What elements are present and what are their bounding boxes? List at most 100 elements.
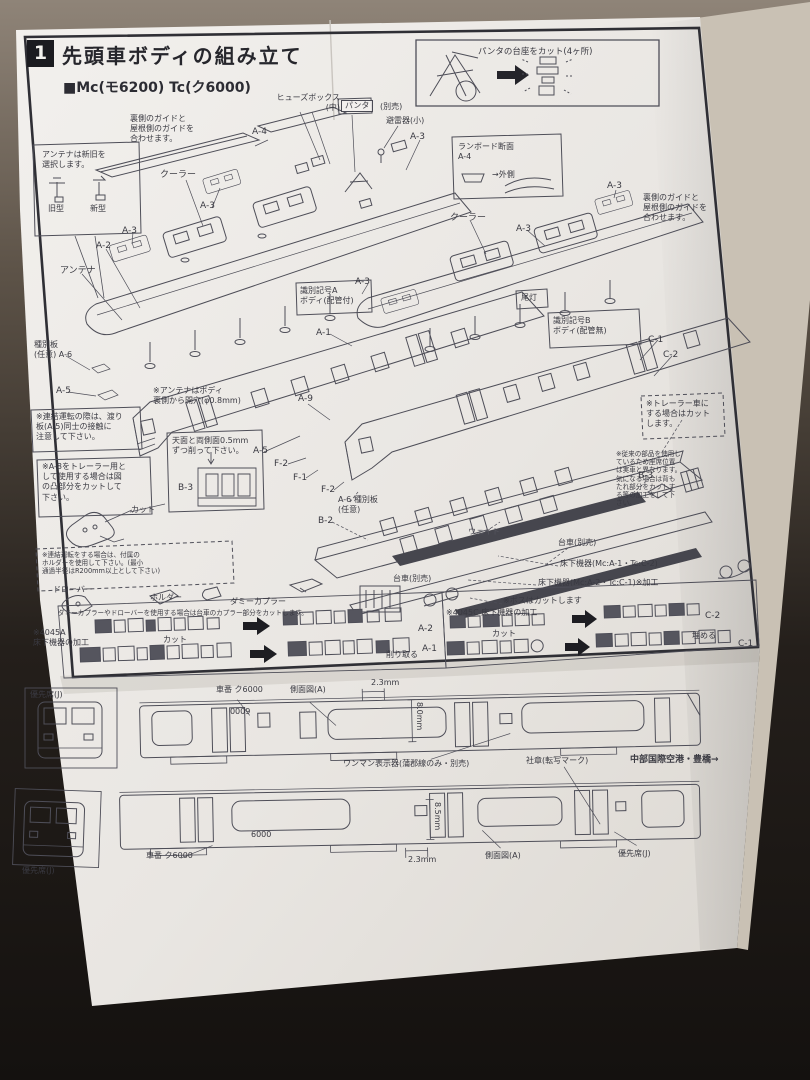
runboard-section-box (451, 133, 564, 200)
roof-fittings (294, 139, 408, 209)
cooler-parts (109, 169, 634, 314)
dimension-label: 8.5mm (433, 802, 442, 831)
part-label: A-3 (355, 277, 370, 287)
callout-label: 識別記号A ボディ(配管付) (300, 286, 354, 306)
note-boxes (30, 97, 726, 592)
side-view-row1 (139, 688, 701, 765)
chassis-part (313, 450, 713, 619)
part-label: A-5 (56, 386, 71, 396)
part-label: A-3 (410, 132, 425, 142)
note-label: ※A-8をトレーラー用と して使用する場合は図 の凸部分をカットして 下さい。 (42, 462, 126, 502)
part-label: F-2 (321, 485, 336, 495)
note-label: ※連結運転の際は、渡り 板(A-5)同士の接触に 注意して下さい。 (36, 412, 123, 442)
crease-line (329, 19, 335, 121)
part-label: C-2 (705, 611, 721, 621)
back-sheet (697, 2, 810, 950)
car-number-label: 車番 ク6000 (146, 851, 193, 860)
exploded-diagram (12, 39, 760, 869)
side-view-row2 (119, 766, 701, 859)
dimension-label: 2.3mm (371, 678, 400, 687)
callout-label: カット (131, 505, 155, 514)
step-number: 1 (27, 40, 54, 67)
priority-seat-label: 優先席(J) (22, 866, 55, 875)
note-label: ※ボスはカットします (503, 596, 582, 605)
callout-label: カット (163, 635, 187, 644)
car-number-printed: 6000 (230, 706, 251, 716)
fold-shadow (650, 18, 760, 950)
coupler-cut-sketch (66, 509, 133, 548)
callout-label: ワンマン表示器(蒲郡線のみ・別売) (343, 759, 470, 768)
part-label: B-3 (178, 483, 194, 493)
body-part-mc (132, 291, 545, 457)
callout-label: ヒューズボックス (中) (276, 93, 340, 113)
note-label: ※従来の部品を使用し ているため座席位置 は実車と異なります。 気になる場合は背… (616, 450, 682, 508)
front-view-box-1 (24, 687, 118, 769)
note-label: 天面と両側面0.5mm ずつ削って下さい。 (172, 436, 249, 456)
leader-lines (65, 111, 683, 605)
body-part-tc (344, 317, 751, 481)
coupler-parts (61, 559, 751, 614)
callout-label: 側面図(A) (485, 851, 521, 860)
part-label: A-2 (96, 241, 111, 251)
part-label: A-4 (252, 127, 267, 137)
part-label: A-2 (418, 624, 433, 634)
part-label: A-1 (316, 328, 331, 338)
callout-label: ホルダー (150, 593, 182, 602)
panta-base-cut-sketch (520, 56, 574, 96)
antenna-select-box (32, 141, 142, 299)
part-label: A-3 (516, 224, 531, 234)
callout-label: (別売) (380, 102, 403, 111)
part-label: A-5 (253, 446, 268, 456)
part-label: A-3 (200, 201, 215, 211)
part-label: F-1 (293, 473, 308, 483)
underfloor-strips-left (79, 607, 410, 663)
part-label: C-1 (738, 639, 754, 649)
part-label: パンタ (341, 100, 374, 113)
underfloor-strips-right (446, 602, 731, 656)
roof-part-mc (85, 192, 472, 369)
callout-label: カット (492, 629, 516, 638)
note-label: ダミーカプラーやドローバーを使用する場合は台車のカプラー部分をカットします。 (58, 609, 308, 617)
part-label: F-2 (274, 459, 289, 469)
note-label: 裏側のガイドと 屋根側のガイドを 合わせます。 (643, 193, 707, 223)
callout-label: 削り取る (386, 650, 418, 659)
dimension-label: 2.3mm (408, 855, 437, 864)
note-label: ※トレーラー車に する場合はカット します。 (646, 399, 710, 429)
callout-label: 旧型 (48, 204, 64, 213)
note-label: ※4045A 床下機器の加工 (33, 628, 89, 648)
callout-label: クーラー (160, 170, 197, 180)
part-label: A-1 (422, 644, 437, 654)
front-view-box-2 (12, 788, 102, 869)
priority-seat-label: 優先席(J) (30, 690, 63, 699)
part-label: C-2 (663, 350, 679, 360)
part-label: B-3 (638, 471, 654, 481)
pantograph-note-box (415, 39, 660, 107)
note-label: ※4045C 床下機器の加工 (446, 608, 538, 617)
callout-label: ダミーカプラー (230, 597, 286, 606)
part-label: 種別板 (任意) A-6 (34, 340, 73, 360)
callout-label: 床下機器(Mc:A-2・Tc:C-1)※加工 (538, 578, 659, 587)
callout-label: 床下機器(Mc:A-1・Tc:C-2) (560, 559, 658, 568)
callout-label: ウェイト (468, 527, 500, 536)
note-label: ※連結運転をする場合は、付属の ホルダーを使用して下さい。(最小 通過半径はR2… (42, 551, 161, 576)
callout-label: 新型 (90, 204, 106, 213)
callout-label: 台車(別売) (558, 538, 597, 547)
part-label: A-3 (122, 226, 137, 236)
part-label: A-3 (607, 181, 622, 191)
pantograph-cut-note: パンタの台座をカット(4ヶ所) (478, 47, 593, 57)
note-label: アンテナは新旧を 選択します。 (42, 150, 106, 170)
weight-strip-2 (455, 548, 702, 619)
callout-label: 埋める (692, 631, 716, 640)
callout-label: ドローバー (53, 585, 93, 594)
callout-label: アンテナ (60, 266, 96, 276)
note-label: 裏側のガイドと 屋根側のガイドを 合わせます。 (130, 114, 194, 144)
callout-label: 台車(別売) (393, 574, 432, 583)
callout-label: →外側 (492, 170, 515, 179)
part-label: C-1 (648, 335, 664, 345)
weight-strip (392, 492, 646, 566)
underfloor-section-frames (57, 579, 760, 679)
part-label: A-9 (298, 394, 313, 404)
step-frame (23, 26, 760, 679)
